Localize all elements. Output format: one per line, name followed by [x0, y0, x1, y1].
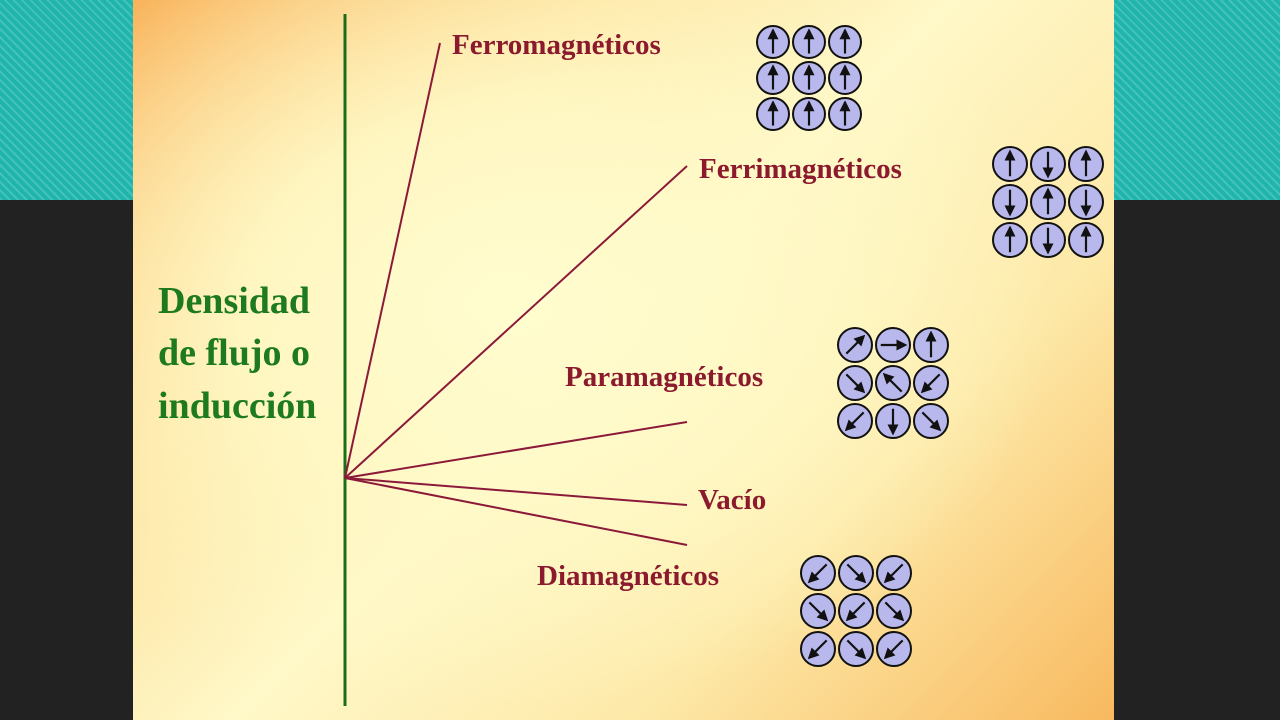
arrow-icon [846, 639, 867, 660]
arrow-icon [883, 639, 904, 660]
label-paramagneticos: Paramagnéticos [565, 361, 764, 393]
arrow-icon [920, 373, 941, 394]
arrow-icon [882, 372, 903, 393]
ferri-line [344, 165, 688, 479]
ferri-dipole-grid [992, 146, 1104, 258]
arrow-icon [807, 563, 828, 584]
arrow-icon [845, 601, 866, 622]
arrow-icon [808, 601, 829, 622]
label-vacio: Vacío [698, 484, 767, 516]
label-ferrimagneticos: Ferrimagnéticos [699, 153, 902, 185]
arrow-icon [845, 373, 866, 394]
background-band-left [0, 0, 133, 200]
axis-label: Densidad de flujo o inducción [158, 275, 316, 432]
axis-label-line-2: de flujo o [158, 332, 310, 375]
arrow-icon [807, 639, 828, 660]
arrow-icon [846, 563, 867, 584]
label-diamagneticos: Diamagnéticos [537, 560, 720, 592]
para-line [344, 421, 688, 479]
arrow-icon [844, 411, 865, 432]
ferro-dipole-grid [756, 25, 862, 131]
background-band-right [1114, 0, 1280, 200]
magnetic-materials-diagram [343, 14, 1104, 706]
label-ferromagneticos: Ferromagnéticos [452, 29, 661, 61]
arrow-icon [884, 601, 905, 622]
arrow-icon [883, 563, 904, 584]
dia-line [344, 477, 688, 546]
axis-label-line-1: Densidad [158, 280, 311, 322]
vacio-line [344, 477, 688, 506]
para-dipole-grid [837, 327, 949, 439]
arrow-icon [921, 411, 942, 432]
axis-label-line-3: inducción [158, 384, 317, 427]
ferro-line [344, 42, 441, 479]
dia-dipole-grid [800, 555, 912, 667]
arrow-icon [845, 334, 866, 355]
slide: Densidad de flujo o inducción Ferromagné… [133, 0, 1114, 720]
